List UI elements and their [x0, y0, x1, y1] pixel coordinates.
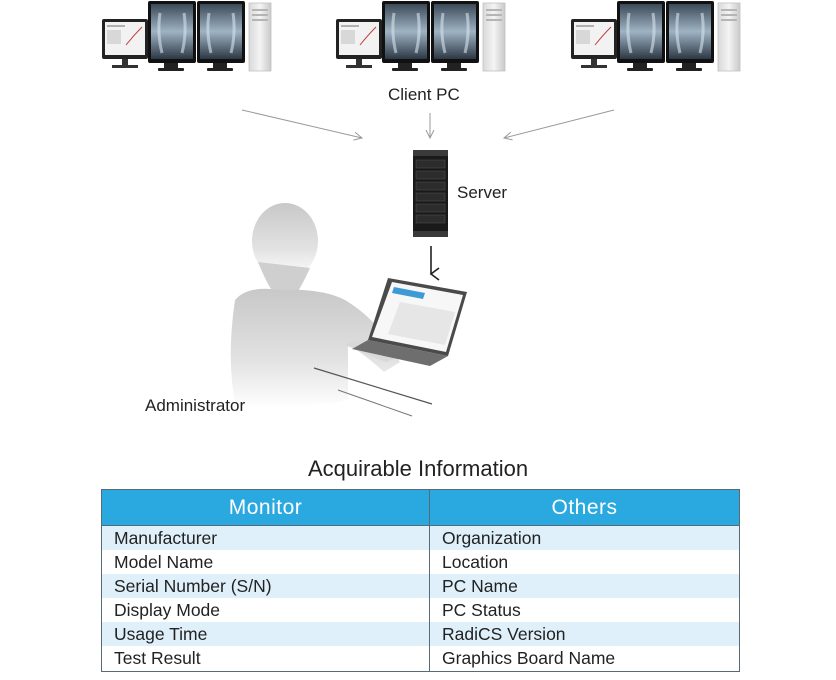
table-row: Test Result Graphics Board Name	[101, 646, 740, 672]
monitor-cell: Test Result	[101, 646, 430, 672]
monitor-cell: Serial Number (S/N)	[101, 574, 430, 599]
header-monitor: Monitor	[101, 489, 430, 526]
monitor-cell: Manufacturer	[101, 525, 430, 551]
client-workstation-right	[569, 0, 742, 73]
table-row: Serial Number (S/N) PC Name	[101, 574, 740, 599]
table-row: Manufacturer Organization	[101, 525, 740, 551]
arrow-right-client	[504, 109, 615, 138]
others-cell: PC Status	[429, 598, 740, 623]
administrator-label: Administrator	[145, 396, 246, 415]
desk-line	[337, 389, 413, 417]
client-workstation-center	[334, 0, 507, 73]
header-others: Others	[429, 489, 740, 526]
table-row: Usage Time RadiCS Version	[101, 622, 740, 647]
arrow-left-client	[241, 109, 362, 138]
others-cell: RadiCS Version	[429, 622, 740, 647]
server-rack-icon	[413, 150, 448, 237]
others-cell: Graphics Board Name	[429, 646, 740, 672]
client-pc-label: Client PC	[388, 85, 460, 104]
others-cell: PC Name	[429, 574, 740, 599]
others-cell: Organization	[429, 525, 740, 551]
acquirable-information-table: Monitor Others Manufacturer Organization…	[101, 489, 740, 672]
monitor-cell: Display Mode	[101, 598, 430, 623]
network-diagram	[100, 0, 742, 417]
table-header-row: Monitor Others	[101, 489, 740, 526]
monitor-cell: Usage Time	[101, 622, 430, 647]
server-label: Server	[457, 183, 508, 202]
desk-line	[313, 367, 433, 405]
laptop-icon	[352, 278, 467, 366]
table-title: Acquirable Information	[307, 456, 529, 481]
table-row: Model Name Location	[101, 550, 740, 575]
monitor-cell: Model Name	[101, 550, 430, 575]
table-row: Display Mode PC Status	[101, 598, 740, 623]
administrator-silhouette	[230, 203, 402, 409]
others-cell: Location	[429, 550, 740, 575]
client-workstation-left	[100, 0, 273, 73]
